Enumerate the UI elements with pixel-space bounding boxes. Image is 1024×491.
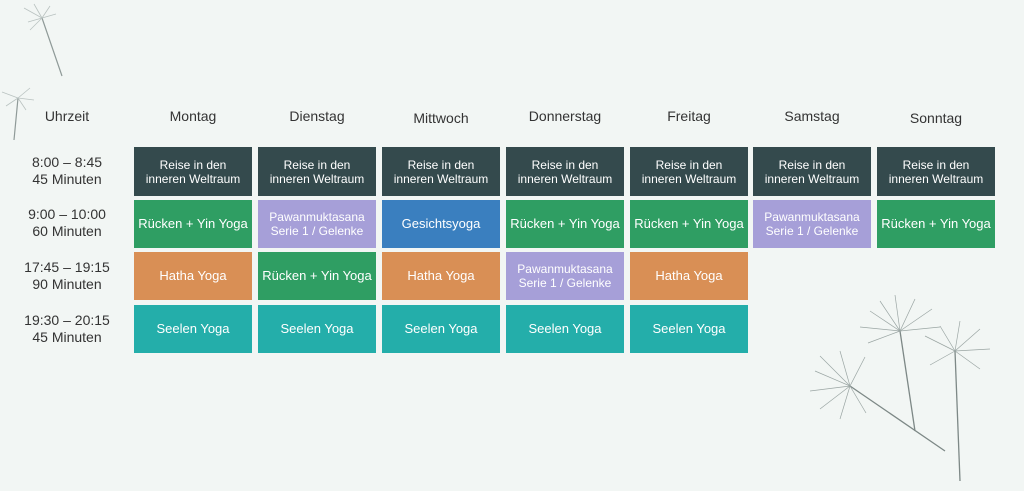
class-label: Pawanmuktasana Serie 1 / Gelenke bbox=[517, 262, 613, 290]
class-cell[interactable]: Reise in den inneren Weltraum bbox=[134, 147, 252, 196]
day-header-montag: Montag bbox=[169, 108, 217, 124]
day-header-sonntag: Sonntag bbox=[909, 110, 963, 126]
time-header: Uhrzeit bbox=[44, 108, 90, 124]
class-cell[interactable]: Pawanmuktasana Serie 1 / Gelenke bbox=[753, 200, 871, 248]
class-label: Hatha Yoga bbox=[159, 268, 227, 283]
class-label: Seelen Yoga bbox=[404, 321, 478, 336]
class-label: Hatha Yoga bbox=[655, 268, 723, 283]
class-label: Reise in den inneren Weltraum bbox=[269, 157, 365, 186]
class-cell[interactable]: Rücken + Yin Yoga bbox=[630, 200, 748, 248]
class-cell[interactable]: Reise in den inneren Weltraum bbox=[630, 147, 748, 196]
class-cell[interactable]: Hatha Yoga bbox=[630, 252, 748, 300]
class-label: Seelen Yoga bbox=[528, 321, 602, 336]
class-label: Hatha Yoga bbox=[407, 268, 475, 283]
time-duration: 90 Minuten bbox=[32, 276, 102, 292]
class-label: Rücken + Yin Yoga bbox=[262, 268, 372, 283]
class-label: Reise in den inneren Weltraum bbox=[517, 157, 613, 186]
class-cell[interactable]: Seelen Yoga bbox=[382, 305, 500, 353]
class-cell[interactable]: Rücken + Yin Yoga bbox=[134, 200, 252, 248]
class-cell[interactable]: Reise in den inneren Weltraum bbox=[382, 147, 500, 196]
class-cell[interactable]: Rücken + Yin Yoga bbox=[506, 200, 624, 248]
time-range: 19:30 – 20:15 bbox=[24, 312, 110, 328]
class-cell[interactable]: Reise in den inneren Weltraum bbox=[753, 147, 871, 196]
time-duration: 60 Minuten bbox=[32, 223, 102, 239]
class-label: Reise in den inneren Weltraum bbox=[764, 157, 860, 186]
class-label: Reise in den inneren Weltraum bbox=[145, 157, 241, 186]
class-label: Pawanmuktasana Serie 1 / Gelenke bbox=[764, 210, 860, 238]
class-cell[interactable]: Gesichtsyoga bbox=[382, 200, 500, 248]
day-header-mittwoch: Mittwoch bbox=[413, 110, 469, 126]
class-cell[interactable]: Seelen Yoga bbox=[630, 305, 748, 353]
class-label: Seelen Yoga bbox=[652, 321, 726, 336]
time-range: 9:00 – 10:00 bbox=[28, 206, 106, 222]
day-header-samstag: Samstag bbox=[784, 108, 840, 124]
class-cell[interactable]: Hatha Yoga bbox=[134, 252, 252, 300]
class-label: Seelen Yoga bbox=[156, 321, 230, 336]
day-header-dienstag: Dienstag bbox=[289, 108, 345, 124]
class-cell[interactable]: Rücken + Yin Yoga bbox=[258, 252, 376, 300]
class-label: Rücken + Yin Yoga bbox=[138, 216, 248, 231]
class-label: Gesichtsyoga bbox=[401, 216, 481, 231]
time-range: 8:00 – 8:45 bbox=[31, 154, 103, 170]
dandelion-seed-icon bbox=[23, 3, 63, 77]
class-cell[interactable]: Seelen Yoga bbox=[258, 305, 376, 353]
time-duration: 45 Minuten bbox=[32, 329, 102, 345]
class-label: Rücken + Yin Yoga bbox=[881, 216, 991, 231]
time-duration: 45 Minuten bbox=[32, 171, 102, 187]
class-label: Reise in den inneren Weltraum bbox=[888, 157, 984, 186]
class-cell[interactable]: Reise in den inneren Weltraum bbox=[258, 147, 376, 196]
dandelion-seed-icon bbox=[1, 87, 35, 141]
time-range: 17:45 – 19:15 bbox=[24, 259, 110, 275]
class-cell[interactable]: Seelen Yoga bbox=[506, 305, 624, 353]
class-cell[interactable]: Seelen Yoga bbox=[134, 305, 252, 353]
class-label: Seelen Yoga bbox=[280, 321, 354, 336]
day-header-freitag: Freitag bbox=[667, 108, 711, 124]
class-label: Reise in den inneren Weltraum bbox=[641, 157, 737, 186]
class-label: Reise in den inneren Weltraum bbox=[393, 157, 489, 186]
day-header-donnerstag: Donnerstag bbox=[528, 108, 602, 124]
class-cell[interactable]: Pawanmuktasana Serie 1 / Gelenke bbox=[506, 252, 624, 300]
dandelion-cluster-icon bbox=[809, 294, 991, 482]
class-cell[interactable]: Hatha Yoga bbox=[382, 252, 500, 300]
class-cell[interactable]: Reise in den inneren Weltraum bbox=[506, 147, 624, 196]
class-cell[interactable]: Reise in den inneren Weltraum bbox=[877, 147, 995, 196]
class-cell[interactable]: Rücken + Yin Yoga bbox=[877, 200, 995, 248]
class-label: Pawanmuktasana Serie 1 / Gelenke bbox=[269, 210, 365, 238]
class-cell[interactable]: Pawanmuktasana Serie 1 / Gelenke bbox=[258, 200, 376, 248]
class-label: Rücken + Yin Yoga bbox=[510, 216, 620, 231]
class-label: Rücken + Yin Yoga bbox=[634, 216, 744, 231]
